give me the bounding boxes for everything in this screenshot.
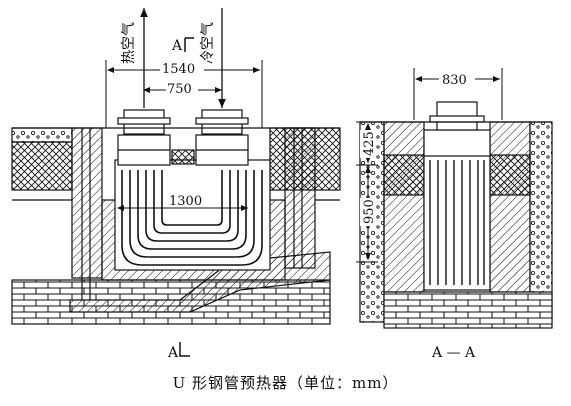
dim-1540: 1540 bbox=[162, 62, 195, 77]
section-right-cross bbox=[489, 154, 531, 196]
left-top-rubble bbox=[11, 127, 73, 143]
front-right-wall bbox=[284, 127, 316, 269]
section-view bbox=[359, 101, 553, 329]
center-block bbox=[171, 149, 195, 165]
section-chamber bbox=[423, 149, 491, 291]
dim-425: 425 bbox=[362, 131, 377, 156]
dim-1300: 1300 bbox=[169, 194, 202, 209]
front-chamber bbox=[114, 159, 271, 271]
cold-air-label: 冷空气 bbox=[200, 22, 216, 64]
front-left-wall bbox=[71, 127, 103, 279]
left-top-wall bbox=[11, 141, 73, 191]
figure-caption: U 形钢管预热器（单位：mm） bbox=[172, 374, 399, 392]
dim-830: 830 bbox=[442, 73, 467, 88]
section-top-cross bbox=[383, 154, 425, 196]
section-tubes bbox=[429, 160, 485, 285]
section-header bbox=[423, 129, 491, 157]
dim-750: 750 bbox=[167, 82, 192, 97]
section-left-wall bbox=[383, 121, 425, 293]
section-marker-bottom: A bbox=[167, 345, 179, 361]
u-tube-bundle bbox=[121, 170, 263, 266]
section-brick-base bbox=[383, 291, 553, 329]
section-right-wall bbox=[489, 121, 531, 293]
section-marker-top: A bbox=[171, 38, 183, 54]
hot-air-label: 热空气 bbox=[121, 22, 137, 64]
front-view bbox=[11, 109, 341, 325]
dim-950: 950 bbox=[362, 199, 377, 224]
section-view-label: A — A bbox=[431, 345, 476, 361]
